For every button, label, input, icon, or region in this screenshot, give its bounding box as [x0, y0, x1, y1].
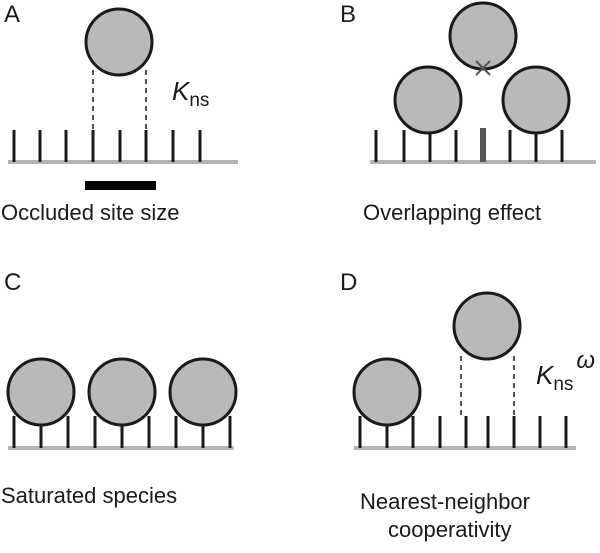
panel-b-letter: B: [340, 1, 356, 28]
panel-d-sites: [358, 416, 568, 448]
ligand-circle-left: [393, 65, 463, 135]
k-ns-label: Kns: [172, 76, 209, 111]
panel-d-letter: D: [340, 269, 357, 296]
panel-a-letter: A: [4, 1, 20, 28]
panel-c-caption: Saturated species: [1, 483, 177, 508]
ligand-circle: [84, 7, 154, 77]
panel-d-caption-line2: cooperativity: [388, 517, 512, 542]
ligand-circle: [168, 357, 238, 427]
panel-b-sites: [374, 128, 564, 162]
ligand-circle-bound: [352, 357, 422, 427]
panel-a: A Kns Occluded site size: [1, 1, 238, 225]
panel-c-letter: C: [4, 269, 21, 296]
ligand-circle-top: [448, 1, 518, 71]
k-ns-omega-label: Knsω: [536, 347, 595, 395]
cross-mark-icon: [475, 60, 491, 76]
panel-c: C Saturated species: [1, 269, 238, 508]
ligand-circle: [6, 357, 76, 427]
panel-d-caption-line1: Nearest-neighbor: [360, 489, 530, 514]
ligand-circle-incoming: [452, 291, 522, 361]
occluded-site-bar: [85, 181, 156, 190]
panel-b-caption: Overlapping effect: [363, 200, 541, 225]
panel-a-sites: [12, 130, 202, 162]
panel-b: B Overlapping effect: [340, 1, 596, 225]
panel-d: D Knsω Nearest-neighbor cooperativity: [340, 269, 595, 542]
ligand-circle: [87, 357, 157, 427]
ligand-circle-right: [501, 65, 571, 135]
panel-a-caption: Occluded site size: [1, 200, 180, 225]
